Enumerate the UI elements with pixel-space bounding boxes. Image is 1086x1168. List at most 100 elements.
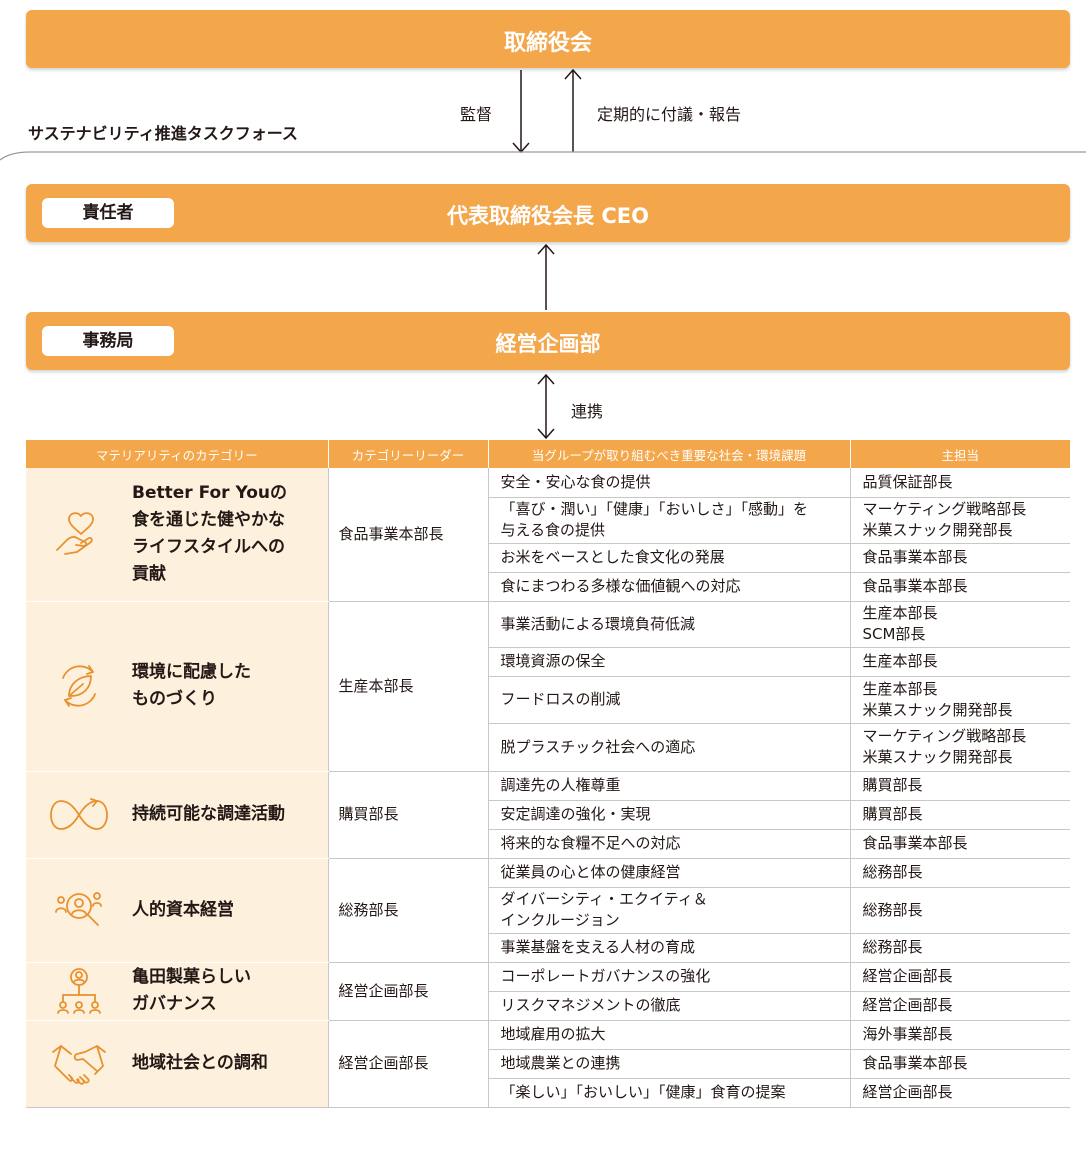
table-row: 人的資本経営 総務部長 従業員の心と体の健康経営 総務部長 (26, 858, 1070, 963)
secretariat-bar: 事務局 経営企画部 (26, 312, 1070, 370)
responsible-tag: 責任者 (42, 198, 174, 228)
issue-cell: 「楽しい」「おいしい」「健康」食育の提案 (488, 1078, 850, 1108)
header-issue: 当グループが取り組むべき重要な社会・環境課題 (488, 440, 851, 468)
issue-cell: ダイバーシティ・エクイティ＆ インクルージョン (488, 887, 850, 934)
issue-cell: 脱プラスチック社会への適応 (488, 723, 850, 772)
category-leader: 経営企画部長 (327, 1020, 489, 1108)
issue-cell: リスクマネジメントの徹底 (488, 991, 850, 1021)
materiality-table: マテリアリティのカテゴリー カテゴリーリーダー 当グループが取り組むべき重要な社… (26, 440, 1070, 1108)
infinity-arrow-icon (26, 797, 132, 833)
people-search-icon (26, 884, 132, 936)
table-header: マテリアリティのカテゴリー カテゴリーリーダー 当グループが取り組むべき重要な社… (26, 440, 1070, 468)
table-row: Better For Youの 食を通じた健やかな ライフスタイルへの 貢献 食… (26, 468, 1070, 602)
table-row: 環境に配慮した ものづくり 生産本部長 事業活動による環境負荷低減 生産本部長 … (26, 601, 1070, 772)
category-cell: 地域社会との調和 (26, 1020, 328, 1108)
table-row: 安定調達の強化・実現 購買部長 (26, 800, 1070, 830)
header-category: マテリアリティのカテゴリー (26, 440, 329, 468)
table-row: 地域農業との連携 食品事業本部長 (26, 1049, 1070, 1079)
category-name: 地域社会との調和 (132, 1053, 268, 1073)
table-row: 「楽しい」「おいしい」「健康」食育の提案 経営企画部長 (26, 1078, 1070, 1108)
issue-cell: 事業活動による環境負荷低減 (488, 601, 850, 648)
board-title: 取締役会 (503, 31, 592, 56)
category-cell: 持続可能な調達活動 (26, 771, 328, 859)
issue-cell: 地域農業との連携 (488, 1049, 850, 1079)
category-leader: 経営企画部長 (327, 962, 489, 1021)
owner-cell: 購買部長 (849, 800, 1070, 830)
issue-cell: 将来的な食糧不足への対応 (488, 829, 850, 859)
leaf-cycle-icon (26, 660, 132, 712)
owner-cell: 経営企画部長 (849, 1078, 1070, 1108)
category-leader: 食品事業本部長 (327, 468, 489, 602)
secretariat-tag: 事務局 (42, 326, 174, 356)
owner-cell: 品質保証部長 (849, 468, 1070, 498)
owner-cell: 生産本部長 (849, 647, 1070, 677)
owner-cell: 総務部長 (849, 887, 1070, 934)
category-name: 人的資本経営 (132, 899, 234, 920)
org-chart-icon (26, 965, 132, 1017)
issue-cell: 「喜び・潤い」「健康」「おいしさ」「感動」を 与える食の提供 (488, 497, 850, 544)
heart-hand-icon (26, 506, 132, 562)
owner-cell: 生産本部長 SCM部長 (849, 601, 1070, 648)
issue-cell: 調達先の人権尊重 (488, 771, 850, 801)
table-row: 「喜び・潤い」「健康」「おいしさ」「感動」を 与える食の提供 マーケティング戦略… (26, 497, 1070, 544)
issue-cell: 地域雇用の拡大 (488, 1020, 850, 1050)
owner-cell: 総務部長 (849, 858, 1070, 888)
issue-cell: 安定調達の強化・実現 (488, 800, 850, 830)
owner-cell: 経営企画部長 (849, 962, 1070, 992)
table-row: 食にまつわる多様な価値観への対応 食品事業本部長 (26, 572, 1070, 602)
category-name: 亀田製菓らしい ガバナンス (132, 967, 251, 1014)
issue-cell: 従業員の心と体の健康経営 (488, 858, 850, 888)
ceo-bar: 責任者 代表取締役会長 CEO (26, 184, 1070, 242)
issue-cell: 食にまつわる多様な価値観への対応 (488, 572, 850, 602)
table-row: 将来的な食糧不足への対応 食品事業本部長 (26, 829, 1070, 859)
table-row: 亀田製菓らしい ガバナンス 経営企画部長 コーポレートガバナンスの強化 経営企画… (26, 962, 1070, 1021)
board-bar: 取締役会 (26, 10, 1070, 68)
table-row: リスクマネジメントの徹底 経営企画部長 (26, 991, 1070, 1021)
category-name: 持続可能な調達活動 (132, 804, 285, 824)
category-leader: 購買部長 (327, 771, 489, 859)
category-cell: 環境に配慮した ものづくり (26, 601, 328, 772)
owner-cell: 生産本部長 米菓スナック開発部長 (849, 676, 1070, 724)
category-cell: 亀田製菓らしい ガバナンス (26, 962, 328, 1021)
ceo-title: 代表取締役会長 CEO (447, 204, 649, 228)
handshake-icon (26, 1042, 132, 1086)
table-row: 地域社会との調和 経営企画部長 地域雇用の拡大 海外事業部長 (26, 1020, 1070, 1108)
owner-cell: マーケティング戦略部長 米菓スナック開発部長 (849, 723, 1070, 772)
owner-cell: 購買部長 (849, 771, 1070, 801)
table-row: 事業基盤を支える人材の育成 総務部長 (26, 933, 1070, 963)
owner-cell: 海外事業部長 (849, 1020, 1070, 1050)
owner-cell: 食品事業本部長 (849, 543, 1070, 573)
cooperation-label: 連携 (571, 402, 604, 421)
issue-cell: フードロスの削減 (488, 676, 850, 724)
owner-cell: 経営企画部長 (849, 991, 1070, 1021)
table-row: ダイバーシティ・エクイティ＆ インクルージョン 総務部長 (26, 887, 1070, 934)
issue-cell: コーポレートガバナンスの強化 (488, 962, 850, 992)
table-row: お米をベースとした食文化の発展 食品事業本部長 (26, 543, 1070, 573)
owner-cell: マーケティング戦略部長 米菓スナック開発部長 (849, 497, 1070, 544)
taskforce-boundary (0, 151, 1086, 161)
category-cell: Better For Youの 食を通じた健やかな ライフスタイルへの 貢献 (26, 468, 328, 602)
taskforce-title: サステナビリティ推進タスクフォース (28, 124, 298, 143)
owner-cell: 食品事業本部長 (849, 1049, 1070, 1079)
category-leader: 生産本部長 (327, 601, 489, 772)
secretariat-title: 経営企画部 (495, 332, 601, 356)
issue-cell: 安全・安心な食の提供 (488, 468, 850, 498)
category-leader: 総務部長 (327, 858, 489, 963)
category-name: Better For Youの 食を通じた健やかな ライフスタイルへの 貢献 (132, 483, 288, 585)
category-cell: 人的資本経営 (26, 858, 328, 963)
report-label: 定期的に付議・報告 (597, 105, 742, 124)
header-leader: カテゴリーリーダー (328, 440, 489, 468)
category-name: 環境に配慮した ものづくり (132, 662, 251, 709)
owner-cell: 総務部長 (849, 933, 1070, 963)
table-row: 持続可能な調達活動 購買部長 調達先の人権尊重 購買部長 (26, 771, 1070, 859)
flow-arrows (0, 68, 1086, 440)
owner-cell: 食品事業本部長 (849, 572, 1070, 602)
issue-cell: 事業基盤を支える人材の育成 (488, 933, 850, 963)
table-row: 環境資源の保全 生産本部長 (26, 647, 1070, 677)
owner-cell: 食品事業本部長 (849, 829, 1070, 859)
table-row: フードロスの削減 生産本部長 米菓スナック開発部長 (26, 676, 1070, 724)
header-owner: 主担当 (850, 440, 1070, 468)
issue-cell: 環境資源の保全 (488, 647, 850, 677)
issue-cell: お米をベースとした食文化の発展 (488, 543, 850, 573)
table-row: 脱プラスチック社会への適応 マーケティング戦略部長 米菓スナック開発部長 (26, 723, 1070, 772)
